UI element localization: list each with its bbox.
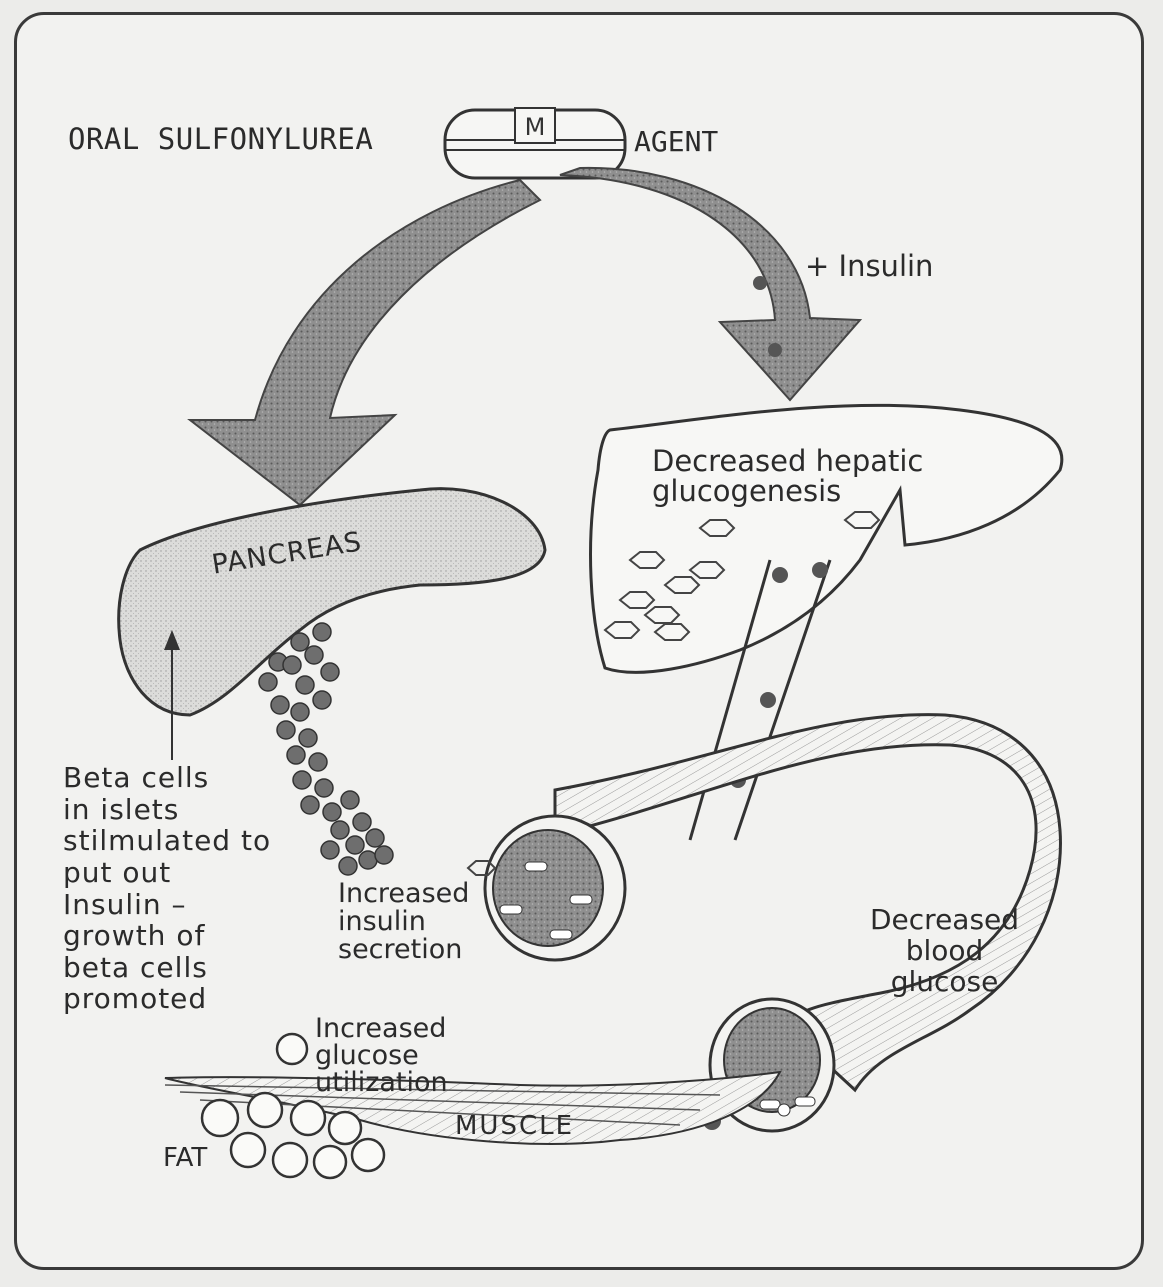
muscle-label: MUSCLE (455, 1113, 574, 1139)
beta-cells-label: Beta cells in islets stilmulated to put … (63, 762, 271, 1015)
capsule-mark: M (525, 113, 546, 141)
agent-label: AGENT (634, 128, 718, 156)
drug-label: ORAL SULFONYLUREA (68, 125, 373, 154)
fat-label: FAT (163, 1145, 207, 1171)
insulin-label: + Insulin (805, 252, 933, 281)
beta-cell-cluster (259, 623, 393, 875)
glucose-utilization-label: Increased glucose utilization (315, 1015, 448, 1096)
arrow-to-pancreas (190, 180, 540, 505)
arrow-to-liver (560, 168, 860, 400)
hepatic-glucogenesis-label: Decreased hepatic glucogenesis (652, 446, 923, 507)
insulin-secretion-label: Increased insulin secretion (338, 880, 469, 963)
blood-glucose-label: Decreased blood glucose (870, 905, 1019, 997)
vessel-cross-section-upper (485, 816, 625, 960)
